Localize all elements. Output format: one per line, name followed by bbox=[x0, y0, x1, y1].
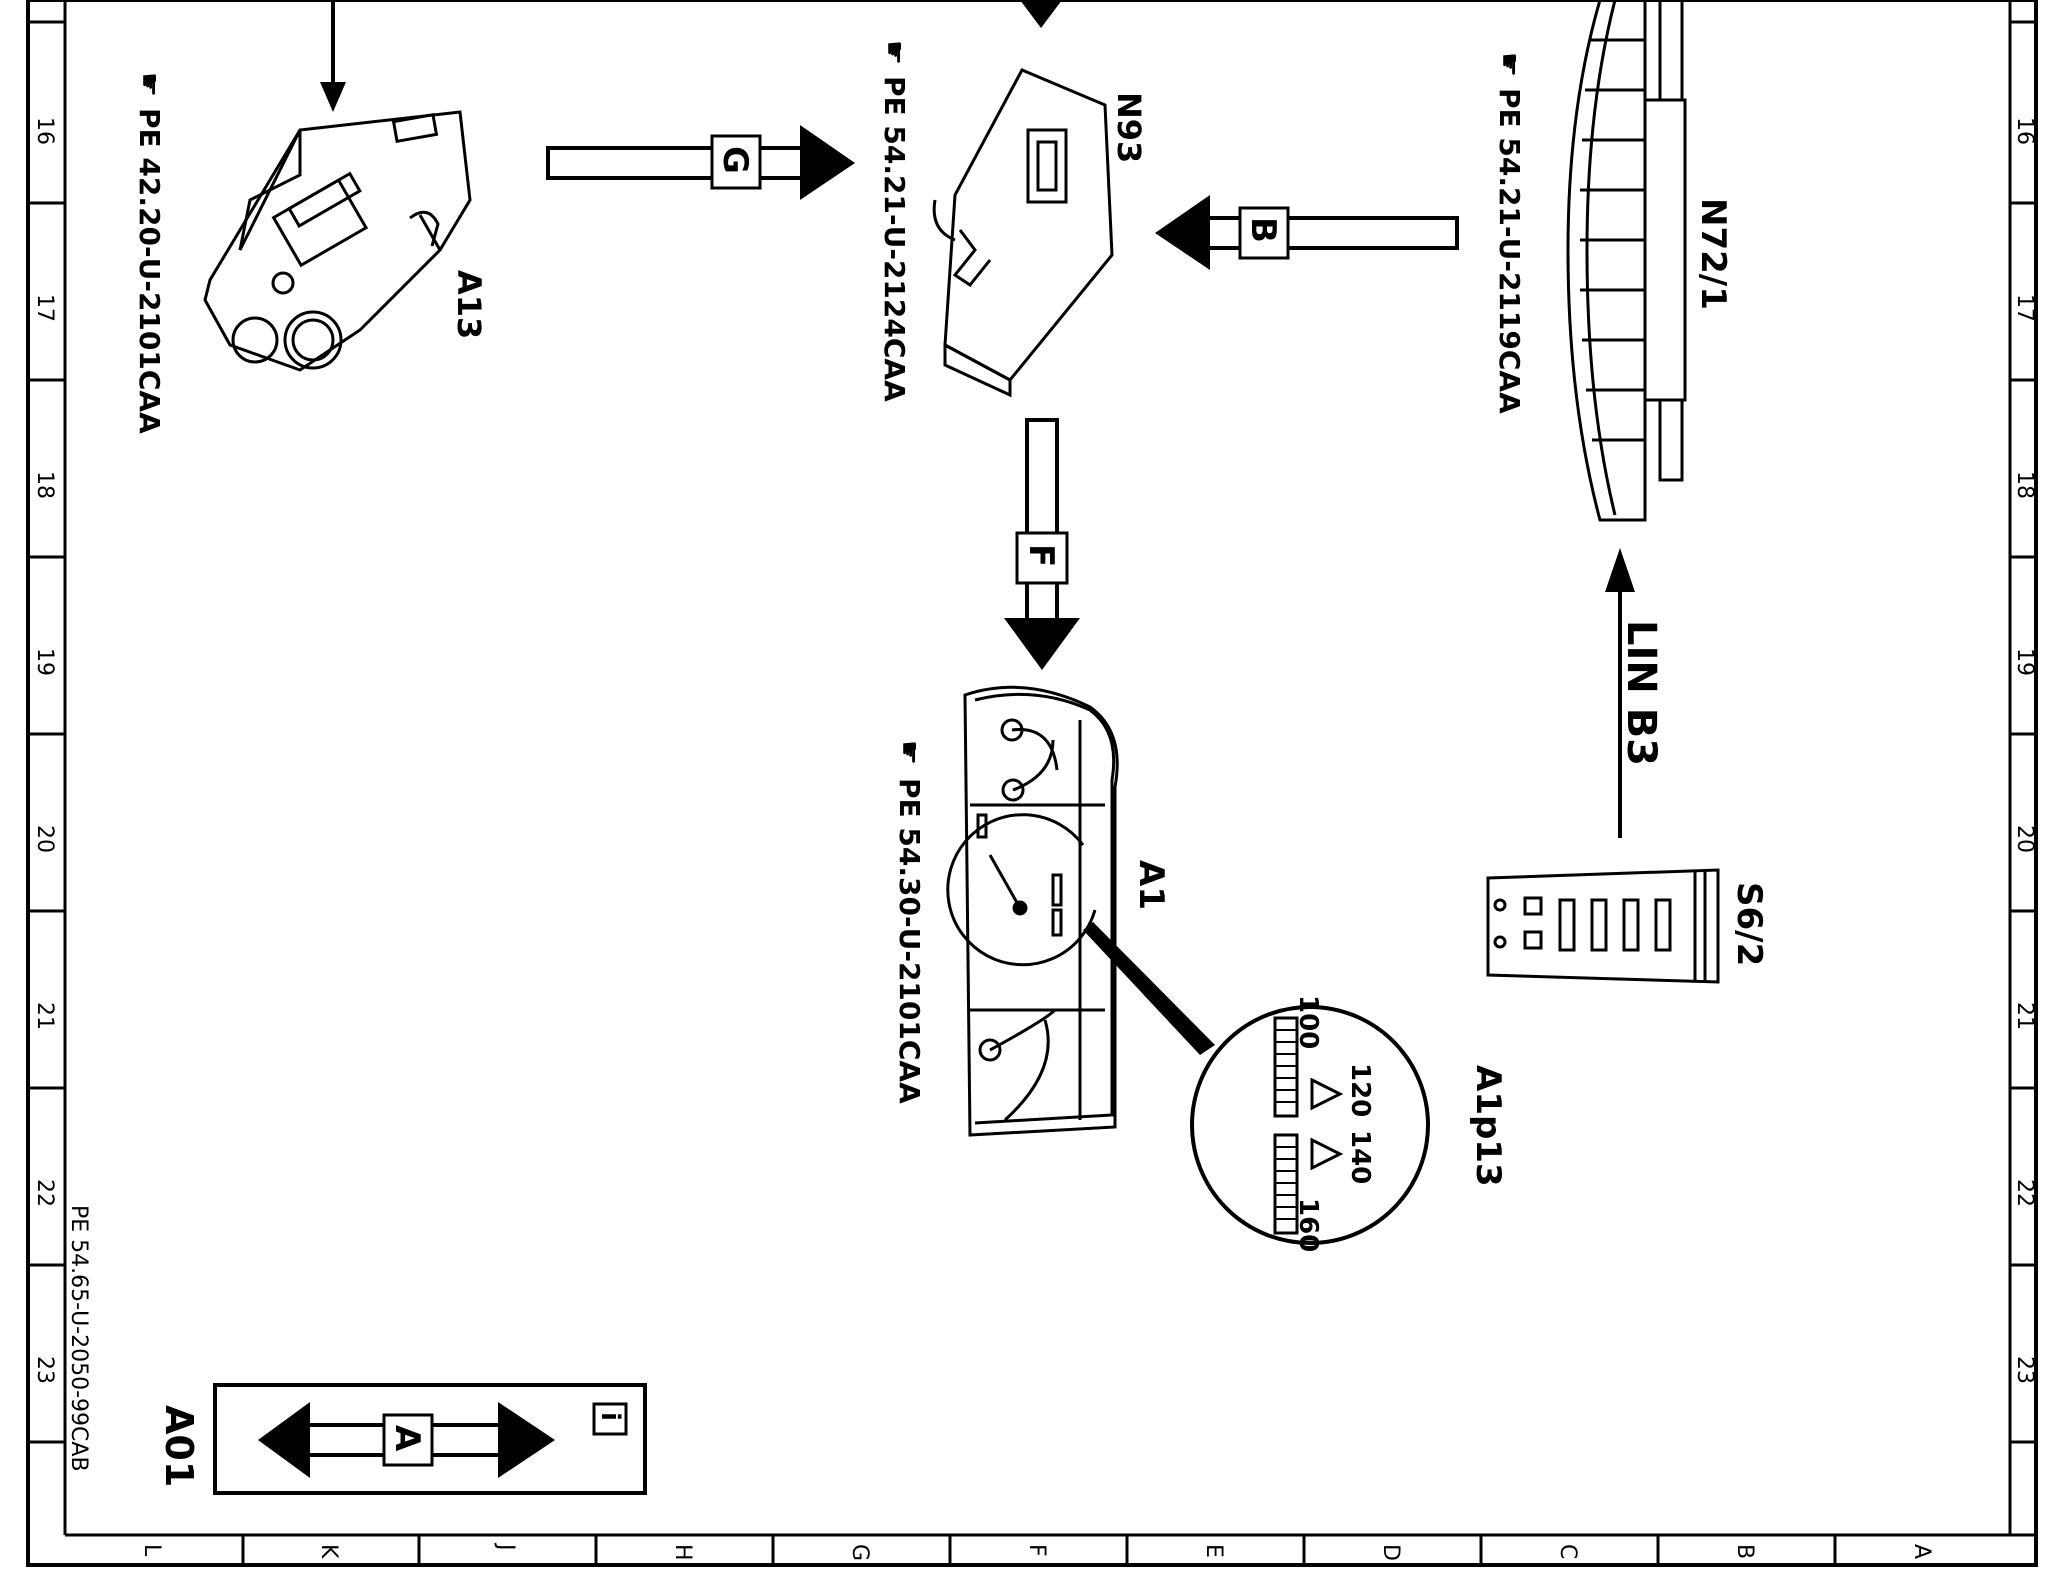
n72-ref[interactable]: PE 54.21-U-2119CAA bbox=[1493, 88, 1526, 414]
legend-a01[interactable]: A i A01 bbox=[157, 1383, 647, 1495]
connection-f[interactable]: F bbox=[1004, 418, 1080, 670]
drawing-frame: 16 17 18 19 20 21 22 23 16 17 18 19 20 2… bbox=[26, 0, 2038, 1567]
a1p13-value: 160 bbox=[1293, 1198, 1323, 1252]
row-label: 21 bbox=[2012, 1002, 2037, 1030]
a1p13-value: 100 bbox=[1293, 995, 1323, 1049]
a1p13-label: A1p13 bbox=[1468, 1065, 1508, 1187]
row-label: 22 bbox=[2012, 1179, 2037, 1207]
row-label: 17 bbox=[2012, 294, 2037, 322]
s62-component[interactable]: S6/2 bbox=[1486, 868, 1769, 984]
col-label: G bbox=[847, 1544, 872, 1561]
a1-ref[interactable]: PE 54.30-U-2101CAA bbox=[893, 778, 926, 1104]
row-label: 20 bbox=[32, 825, 57, 853]
connection-lin-label: LIN B3 bbox=[1618, 620, 1664, 766]
col-label: E bbox=[1201, 1544, 1226, 1558]
col-label: K bbox=[316, 1544, 341, 1559]
col-label: L bbox=[139, 1544, 164, 1557]
col-label: B bbox=[1732, 1544, 1757, 1559]
s62-label: S6/2 bbox=[1729, 882, 1769, 966]
a1-component[interactable]: A1 ☛ PE 54.30-U-2101CAA bbox=[893, 685, 1171, 1137]
a1-label: A1 bbox=[1131, 860, 1171, 910]
n93-drawing bbox=[932, 68, 1114, 398]
a1p13-drawing bbox=[1273, 1016, 1344, 1235]
n72-component[interactable]: N72/1 ☛ PE 54.21-U-2119CAA bbox=[1493, 0, 1733, 522]
row-label: 19 bbox=[2012, 648, 2037, 676]
row-label: 18 bbox=[32, 471, 57, 499]
a1p13-component[interactable]: 100 120 140 160 A1p13 bbox=[1083, 922, 1508, 1252]
a13-component[interactable]: A13 ☛ PE 42.20-U-2101CAA bbox=[133, 0, 488, 434]
info-label[interactable]: i bbox=[595, 1412, 625, 1421]
warning-icon bbox=[1310, 1077, 1344, 1111]
n93-component[interactable]: N93 ☛ PE 54.21-U-2124CAA bbox=[878, 0, 1148, 402]
hand-pointer-icon: ☛ bbox=[878, 40, 911, 65]
a13-label: A13 bbox=[450, 270, 488, 339]
hand-pointer-icon: ☛ bbox=[893, 740, 926, 765]
connection-g-label: G bbox=[715, 146, 755, 174]
row-label: 20 bbox=[2012, 825, 2037, 853]
hand-pointer-icon: ☛ bbox=[1493, 52, 1526, 77]
n72-label: N72/1 bbox=[1693, 198, 1733, 310]
col-label: D bbox=[1378, 1544, 1403, 1561]
row-label: 16 bbox=[32, 117, 57, 145]
n93-label: N93 bbox=[1110, 92, 1148, 163]
hand-pointer-icon: ☛ bbox=[133, 72, 166, 97]
s62-drawing bbox=[1486, 868, 1720, 984]
legend-letter: A bbox=[387, 1425, 427, 1452]
col-label: H bbox=[670, 1544, 695, 1561]
info-icon bbox=[592, 1402, 628, 1436]
row-label: 22 bbox=[32, 1179, 57, 1207]
n72-drawing bbox=[1566, 0, 1687, 522]
col-label: A bbox=[1909, 1544, 1934, 1559]
connection-lin-b3[interactable]: LIN B3 bbox=[1605, 548, 1664, 838]
legend-label: A01 bbox=[157, 1405, 201, 1487]
a13-drawing bbox=[203, 110, 472, 372]
row-label: 23 bbox=[2012, 1356, 2037, 1384]
row-label: 18 bbox=[2012, 471, 2037, 499]
row-label: 17 bbox=[32, 294, 57, 322]
row-label: 16 bbox=[2012, 117, 2037, 145]
connection-f-label: F bbox=[1021, 544, 1061, 567]
row-label: 21 bbox=[32, 1002, 57, 1030]
a1p13-value: 140 bbox=[1345, 1130, 1375, 1184]
connection-b-label: B bbox=[1243, 217, 1283, 243]
document-reference: PE 54.65-U-2050-99CAB bbox=[66, 1205, 91, 1472]
row-label: 19 bbox=[32, 648, 57, 676]
n93-ref[interactable]: PE 54.21-U-2124CAA bbox=[878, 76, 911, 402]
connection-b[interactable]: B bbox=[1155, 195, 1459, 270]
a1p13-value: 120 bbox=[1345, 1063, 1375, 1117]
a1-drawing bbox=[946, 685, 1119, 1137]
row-label: 23 bbox=[32, 1356, 57, 1384]
warning-icon bbox=[1310, 1137, 1344, 1171]
col-label: F bbox=[1024, 1544, 1049, 1557]
col-label: C bbox=[1555, 1544, 1580, 1559]
connection-g[interactable]: G bbox=[546, 125, 855, 200]
a13-ref[interactable]: PE 42.20-U-2101CAA bbox=[133, 108, 166, 434]
col-label: J bbox=[493, 1542, 518, 1551]
